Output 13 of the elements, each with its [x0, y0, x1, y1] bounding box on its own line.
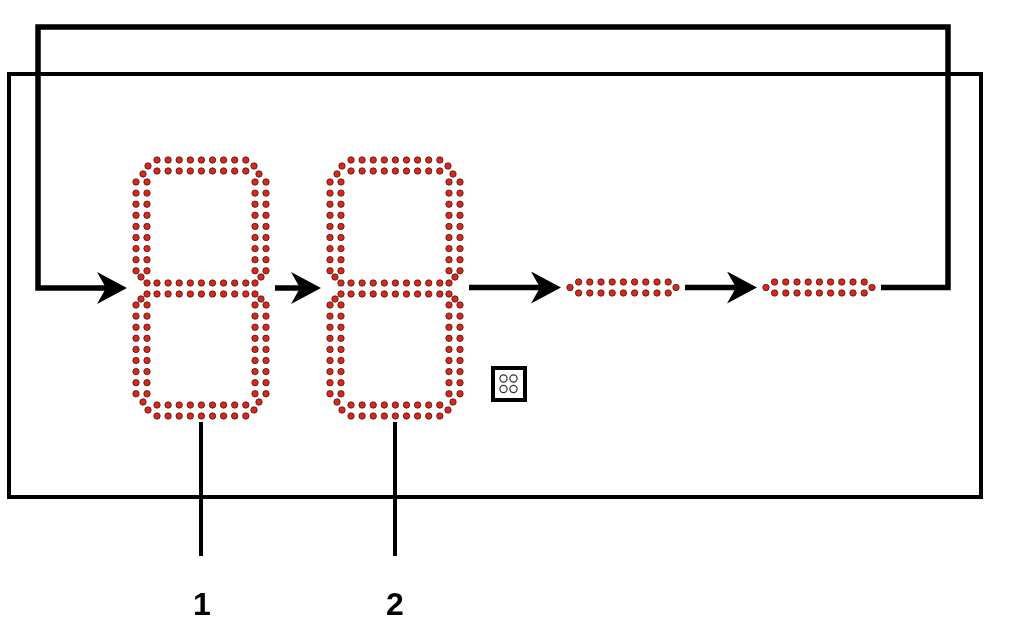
arrow: [35, 24, 951, 304]
callout-number: 1: [193, 588, 211, 620]
arrow: [275, 272, 321, 304]
arrow: [685, 271, 757, 304]
seven-segment-digit: [326, 155, 464, 421]
seven-segment-digit: [132, 155, 270, 421]
display-panel: [7, 72, 983, 499]
arrow: [469, 271, 561, 304]
dotted-dash: [566, 278, 680, 297]
dotted-dash: [762, 278, 876, 297]
callout-number: 2: [386, 588, 404, 620]
leader-line: [393, 422, 397, 556]
leader-line: [199, 422, 203, 556]
